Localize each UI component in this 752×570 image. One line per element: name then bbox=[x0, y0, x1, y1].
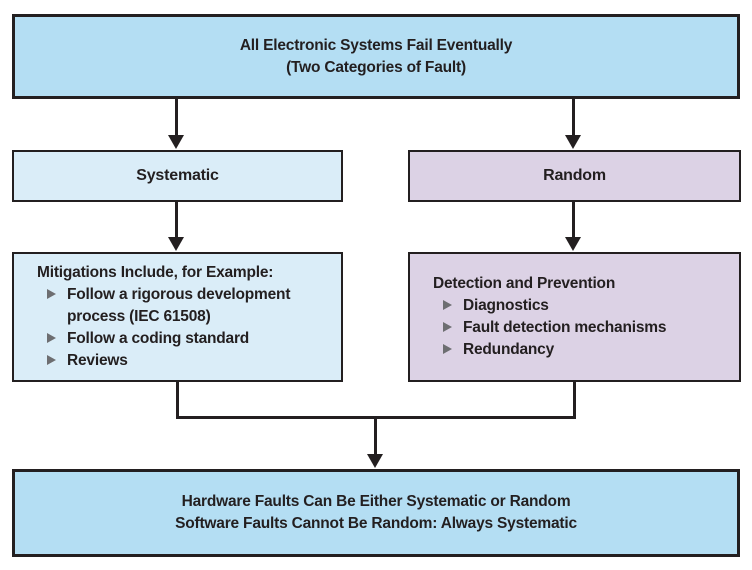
arrow-shaft bbox=[175, 99, 178, 136]
arrow-title-to-systematic bbox=[168, 99, 185, 149]
list-item: Fault detection mechanisms bbox=[443, 317, 729, 339]
list-item: Diagnostics bbox=[443, 295, 729, 317]
bullet-triangle-icon bbox=[47, 289, 56, 299]
list-item: Reviews bbox=[47, 350, 331, 372]
mitigations-box: Mitigations Include, for Example: Follow… bbox=[12, 252, 343, 382]
arrow-head-icon bbox=[168, 135, 184, 149]
arrow-random-to-detection bbox=[565, 202, 582, 251]
conclusion-line-2: Software Faults Cannot Be Random: Always… bbox=[175, 515, 577, 532]
arrow-shaft bbox=[572, 202, 575, 238]
title-line-2: (Two Categories of Fault) bbox=[286, 58, 466, 76]
list-item: Follow a rigorous development process (I… bbox=[47, 284, 331, 328]
bullet-triangle-icon bbox=[443, 300, 452, 310]
arrow-shaft bbox=[374, 417, 377, 455]
arrow-shaft bbox=[175, 202, 178, 238]
random-label: Random bbox=[543, 167, 606, 184]
title-box: All Electronic Systems Fail Eventually (… bbox=[12, 14, 740, 99]
list-item-text: Follow a rigorous development process (I… bbox=[67, 286, 291, 325]
list-item-text: Follow a coding standard bbox=[67, 330, 250, 347]
list-item-text: Redundancy bbox=[463, 341, 555, 358]
arrow-head-icon bbox=[565, 237, 581, 251]
title-line-1: All Electronic Systems Fail Eventually bbox=[239, 36, 513, 54]
detection-box: Detection and Prevention Diagnostics Fau… bbox=[408, 252, 741, 382]
arrow-merge-to-conclusion bbox=[367, 417, 384, 468]
conclusion-box: Hardware Faults Can Be Either Systematic… bbox=[12, 469, 740, 557]
systematic-box: Systematic bbox=[12, 150, 343, 202]
random-box: Random bbox=[408, 150, 741, 202]
bullet-triangle-icon bbox=[47, 333, 56, 343]
list-item: Redundancy bbox=[443, 339, 729, 361]
systematic-label: Systematic bbox=[136, 167, 219, 184]
detection-heading: Detection and Prevention bbox=[433, 275, 616, 292]
bullet-triangle-icon bbox=[47, 355, 56, 365]
arrow-head-icon bbox=[168, 237, 184, 251]
arrow-shaft bbox=[572, 99, 575, 136]
arrow-head-icon bbox=[367, 454, 383, 468]
arrow-systematic-to-mitigations bbox=[168, 202, 185, 251]
mitigations-heading: Mitigations Include, for Example: bbox=[37, 264, 274, 281]
list-item-text: Fault detection mechanisms bbox=[463, 319, 667, 336]
arrow-title-to-random bbox=[565, 99, 582, 149]
connector-left-vertical bbox=[176, 382, 179, 419]
list-item: Follow a coding standard bbox=[47, 328, 331, 350]
arrow-head-icon bbox=[565, 135, 581, 149]
list-item-text: Diagnostics bbox=[463, 297, 549, 314]
bullet-triangle-icon bbox=[443, 344, 452, 354]
bullet-triangle-icon bbox=[443, 322, 452, 332]
conclusion-line-1: Hardware Faults Can Be Either Systematic… bbox=[181, 493, 571, 510]
list-item-text: Reviews bbox=[67, 352, 128, 369]
connector-right-vertical bbox=[573, 382, 576, 419]
